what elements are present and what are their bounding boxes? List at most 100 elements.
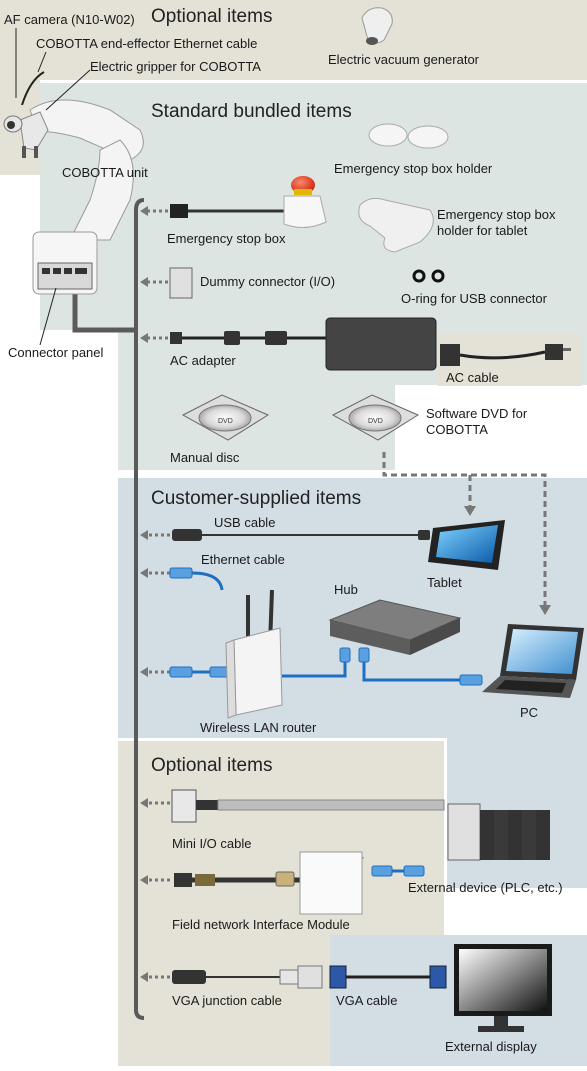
panel-optional-top-shape	[0, 0, 587, 175]
arrowhead-dummy	[140, 277, 148, 287]
oring-2	[431, 269, 445, 283]
header-customer: Customer-supplied items	[151, 488, 361, 509]
dvd-route-main	[382, 452, 547, 605]
estop-body	[283, 195, 327, 228]
adapter-brick	[325, 317, 437, 371]
label-manual-disc: Manual disc	[170, 450, 240, 465]
plc-illustration	[447, 803, 550, 861]
wireless-router-illustration	[225, 589, 283, 719]
usb-cable-plug-b	[418, 530, 430, 540]
arrowhead-mini-io	[140, 798, 148, 808]
oring-1	[412, 269, 426, 283]
ac-adapter-illustration	[170, 317, 571, 371]
plc-module-4	[522, 810, 536, 860]
arrowhead-ac	[140, 333, 148, 343]
arrowhead-usb	[140, 530, 148, 540]
label-estop-holder: Emergency stop box holder	[334, 161, 493, 176]
estop-collar	[294, 189, 312, 195]
plc-module-3	[508, 810, 522, 860]
software-dvd-illustration: DVD	[331, 394, 420, 441]
pc-illustration	[482, 624, 584, 698]
estop-holder-tablet-illustration	[358, 197, 434, 253]
vacuum-nozzle	[366, 37, 378, 45]
label-hub: Hub	[334, 582, 358, 597]
holder-cup-1	[368, 123, 408, 147]
dvd-pc-arrowhead	[539, 605, 551, 615]
dvd-routing	[382, 452, 547, 605]
arrowhead-field	[140, 875, 148, 885]
estop-connector	[170, 204, 188, 218]
vga-cable-plug-1	[329, 965, 347, 989]
arrowhead-vga	[140, 972, 148, 982]
ferrite-core-1	[224, 331, 240, 345]
label-wireless-router: Wireless LAN router	[200, 720, 317, 735]
ac-cable-plug	[440, 344, 460, 366]
field-connector	[174, 873, 192, 887]
label-ac-cable: AC cable	[446, 370, 499, 385]
ferrite-core-2	[265, 331, 287, 345]
panel-port-4	[75, 268, 87, 274]
ethernet-plug-1	[169, 567, 193, 579]
mini-io-connector	[171, 789, 197, 823]
dummy-connector-body	[169, 267, 193, 299]
panel-optional-top	[0, 0, 587, 175]
leader-gripper	[45, 69, 91, 111]
leader-lines	[15, 28, 91, 346]
field-module-body	[299, 851, 363, 915]
router-body	[233, 627, 283, 716]
tablet-screen	[436, 525, 498, 563]
gripper-finger-1	[22, 146, 26, 158]
label-usb-cable: USB cable	[214, 515, 276, 530]
field-eth-plug-2	[403, 865, 425, 877]
router-side	[225, 639, 237, 719]
vga-junction-plug	[172, 970, 206, 984]
pc-keyboard	[496, 680, 566, 693]
plc-module-1	[480, 810, 494, 860]
manual-disc-text: DVD	[218, 418, 233, 425]
ac-cable-line	[459, 350, 546, 360]
leader-ee-cable	[37, 51, 47, 73]
pc-screen	[506, 629, 578, 674]
mini-io-cable-sheath	[217, 799, 445, 811]
main-bus-line	[134, 198, 145, 1020]
field-cable-jacket	[195, 874, 215, 886]
label-ethernet-cable: Ethernet cable	[201, 552, 285, 567]
label-electric-gripper: Electric gripper for COBOTTA	[90, 59, 261, 74]
display-neck	[494, 1016, 508, 1026]
oring-illustration	[412, 269, 445, 283]
header-optional-top: Optional items	[151, 6, 272, 27]
vga-adapter	[297, 965, 323, 989]
field-module-plug	[275, 871, 295, 887]
arrowhead-router	[140, 667, 148, 677]
header-optional-bottom: Optional items	[151, 755, 272, 776]
tablet-illustration	[428, 520, 505, 570]
hub-illustration	[328, 599, 462, 655]
label-tablet: Tablet	[427, 575, 462, 590]
holder-tablet-body	[358, 197, 434, 253]
hub-plug-2	[358, 647, 370, 663]
label-af-camera: AF camera (N10-W02)	[4, 12, 135, 27]
mini-io-cable-illustration	[171, 789, 445, 823]
panel-port-1	[42, 268, 50, 274]
header-standard: Standard bundled items	[151, 101, 352, 122]
label-ee-ethernet-cable: COBOTTA end-effector Ethernet cable	[36, 36, 258, 51]
vga-junction-illustration	[172, 965, 323, 989]
arrowhead-ethernet	[140, 568, 148, 578]
label-dummy-connector: Dummy connector (I/O)	[200, 274, 336, 289]
af-camera-lens	[7, 121, 15, 129]
software-dvd-surface	[348, 404, 402, 432]
gripper-finger-2	[34, 146, 38, 158]
vga-junction-end	[279, 969, 299, 985]
label-external-display: External display	[445, 1039, 537, 1054]
connector-panel-illustration	[37, 262, 93, 290]
label-oring: O-ring for USB connector	[401, 291, 547, 306]
ethernet-plug-router-1	[169, 666, 193, 678]
bus-arrows	[148, 209, 170, 979]
hub-plug-1	[339, 647, 351, 663]
label-ac-adapter: AC adapter	[170, 353, 236, 368]
label-vacuum-generator: Electric vacuum generator	[328, 52, 480, 67]
gripper	[19, 111, 49, 151]
leader-connector-panel	[39, 287, 57, 346]
display-screen	[459, 949, 547, 1011]
